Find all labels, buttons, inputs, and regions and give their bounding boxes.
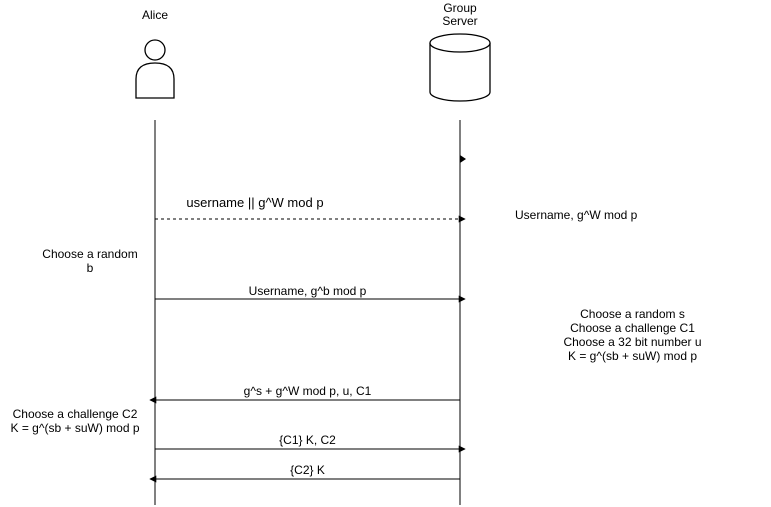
message-2-label: Username, g^b mod p [248,284,367,298]
server-step-1: Choose a random s [580,307,685,321]
alice-step-1: Choose a challenge C2 [12,407,138,421]
server-receives-note: Username, g^W mod p [515,208,638,222]
alice-label: Alice [141,8,168,22]
alice-actor-icon [135,39,175,99]
server-step-2: Choose a challenge C1 [570,321,695,335]
message-4-label: {C1} K, C2 [279,433,336,447]
server-step-3: Choose a 32 bit number u [563,335,702,349]
message-1-label: username || g^W mod p [186,195,324,210]
server-label-line1: Group [443,1,477,15]
server-activation-arrow-icon [460,155,466,163]
server-label-line2: Server [442,14,478,28]
alice-choose-b-line2: b [86,261,94,275]
server-step-4: K = g^(sb + suW) mod p [567,349,697,363]
alice-choose-b-line1: Choose a random [42,247,138,261]
message-3-label: g^s + g^W mod p, u, C1 [243,384,372,398]
message-5-label: {C2} K [290,463,325,477]
server-database-icon [429,33,491,102]
alice-step-2: K = g^(sb + suW) mod p [10,421,140,435]
